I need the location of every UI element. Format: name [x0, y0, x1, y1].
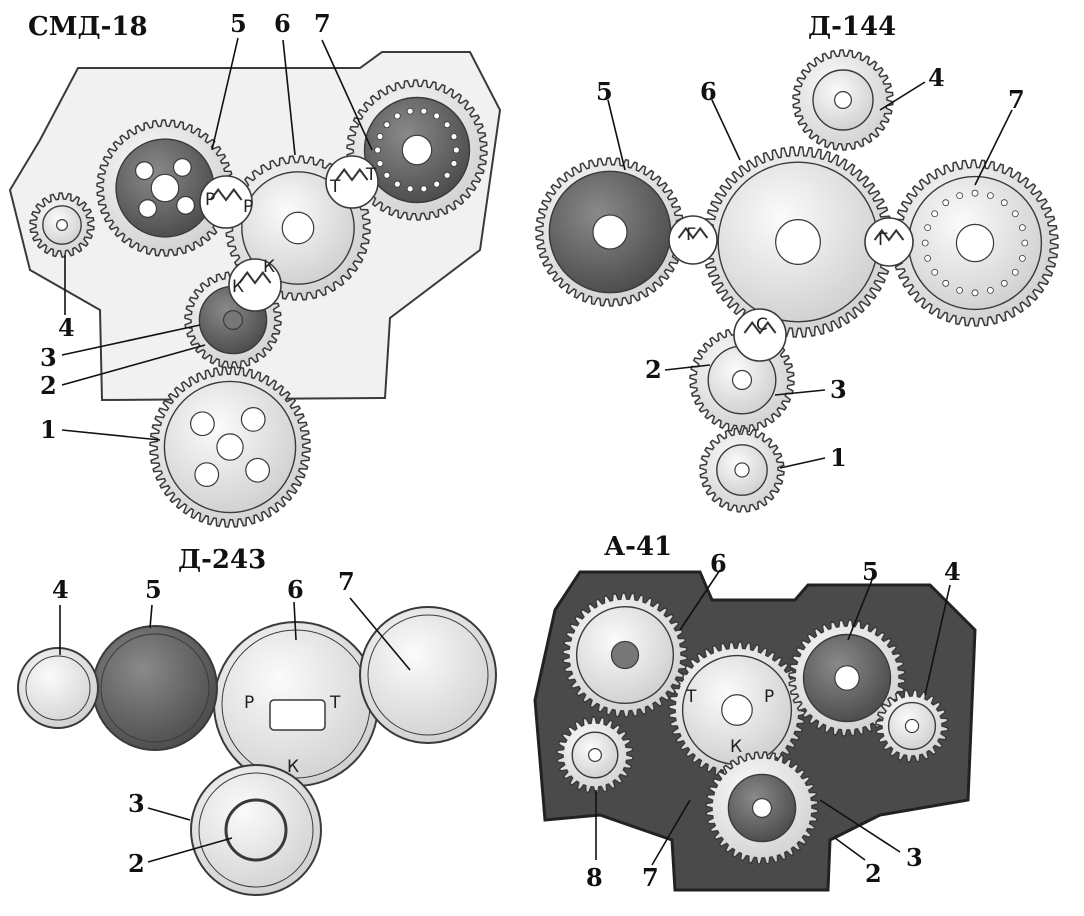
gear-5	[535, 157, 685, 307]
gear-2-3	[190, 764, 322, 896]
diagram-title: Д-243	[178, 545, 266, 575]
callout-6: 6	[700, 77, 717, 106]
crank-gear-ring	[224, 798, 288, 862]
gear-4	[17, 647, 99, 729]
callout-4: 4	[58, 313, 75, 342]
timing-mark-badge	[199, 175, 253, 229]
diagram-a41: А-41 6 5 4 8 7 3 2 Т Р К	[533, 532, 977, 892]
diagram-title: СМД-18	[28, 12, 148, 42]
callout-4: 4	[52, 575, 69, 604]
callout-5: 5	[862, 557, 879, 586]
callout-1: 1	[40, 415, 57, 444]
gear-4	[29, 192, 95, 258]
camshaft-hub	[269, 699, 326, 731]
gear-2-3	[705, 751, 819, 865]
callout-6: 6	[274, 9, 291, 38]
gear-7	[346, 79, 488, 221]
timing-mark-t: Т	[329, 693, 341, 713]
callout-6: 7	[642, 863, 659, 892]
timing-mark-g: Г	[686, 225, 696, 245]
callout-4: 4	[944, 557, 961, 586]
diagram-d144: Д-144 5 6 7 4 2 3 1 С Г Г	[535, 12, 1059, 513]
timing-mark-p: Р	[764, 687, 774, 707]
gear-1	[699, 427, 785, 513]
callout-2: 2	[40, 371, 57, 400]
callout-1: 1	[830, 443, 847, 472]
timing-mark-badge	[668, 215, 718, 265]
gear-4	[875, 689, 949, 763]
timing-mark-badge	[864, 217, 914, 267]
callout-5: 5	[145, 575, 162, 604]
timing-mark-k: К	[263, 257, 275, 277]
callout-8: 8	[586, 863, 603, 892]
gear-5	[96, 119, 234, 257]
timing-mark-badge	[228, 258, 282, 312]
timing-mark-badge	[733, 308, 787, 362]
diagram-title: Д-144	[808, 12, 896, 42]
callout-3: 3	[40, 343, 57, 372]
diagram-title: А-41	[604, 532, 672, 562]
timing-mark-r: Р	[243, 197, 253, 217]
timing-mark-t: Т	[329, 177, 341, 197]
timing-mark-k: К	[232, 277, 244, 297]
callout-7: 7	[338, 567, 355, 596]
callout-5: 5	[596, 77, 613, 106]
timing-mark-s: С	[756, 315, 768, 335]
callout-3: 3	[830, 375, 847, 404]
callout-7: 7	[314, 9, 331, 38]
callout-7: 7	[1008, 85, 1025, 114]
gear-7	[359, 606, 497, 744]
gear-1	[149, 366, 311, 528]
gear-8	[556, 716, 634, 794]
timing-mark-p: Р	[244, 693, 254, 713]
gear-4	[792, 49, 894, 151]
callout-2: 2	[865, 859, 882, 888]
diagram-smd18: СМД-18 5 6 7 4 3 2 1 Р Р Т Т К К	[8, 9, 502, 528]
callout-2: 2	[645, 355, 662, 384]
callout-2: 2	[128, 849, 145, 878]
idler-gear-6	[702, 146, 894, 338]
gear-7	[891, 159, 1059, 327]
callout-6: 6	[287, 575, 304, 604]
gear-5	[788, 619, 906, 737]
callout-3: 3	[906, 843, 923, 872]
timing-mark-badge	[325, 155, 379, 209]
timing-mark-t: Т	[685, 687, 697, 707]
timing-mark-r: Р	[205, 190, 215, 210]
callout-5: 5	[230, 9, 247, 38]
gear-5	[92, 625, 218, 751]
timing-mark-k: К	[730, 737, 742, 757]
callout-7: 6	[710, 549, 727, 578]
timing-mark-g: Г	[878, 230, 888, 250]
idler-gear-6	[668, 641, 806, 779]
timing-mark-k: К	[287, 757, 299, 777]
gear-7	[562, 592, 688, 718]
timing-mark-t: Т	[365, 165, 377, 185]
callout-4: 4	[928, 63, 945, 92]
callout-3: 3	[128, 789, 145, 818]
diagram-d243: Д-243 4 5 6 7 3 2 Р Т К	[17, 545, 497, 896]
